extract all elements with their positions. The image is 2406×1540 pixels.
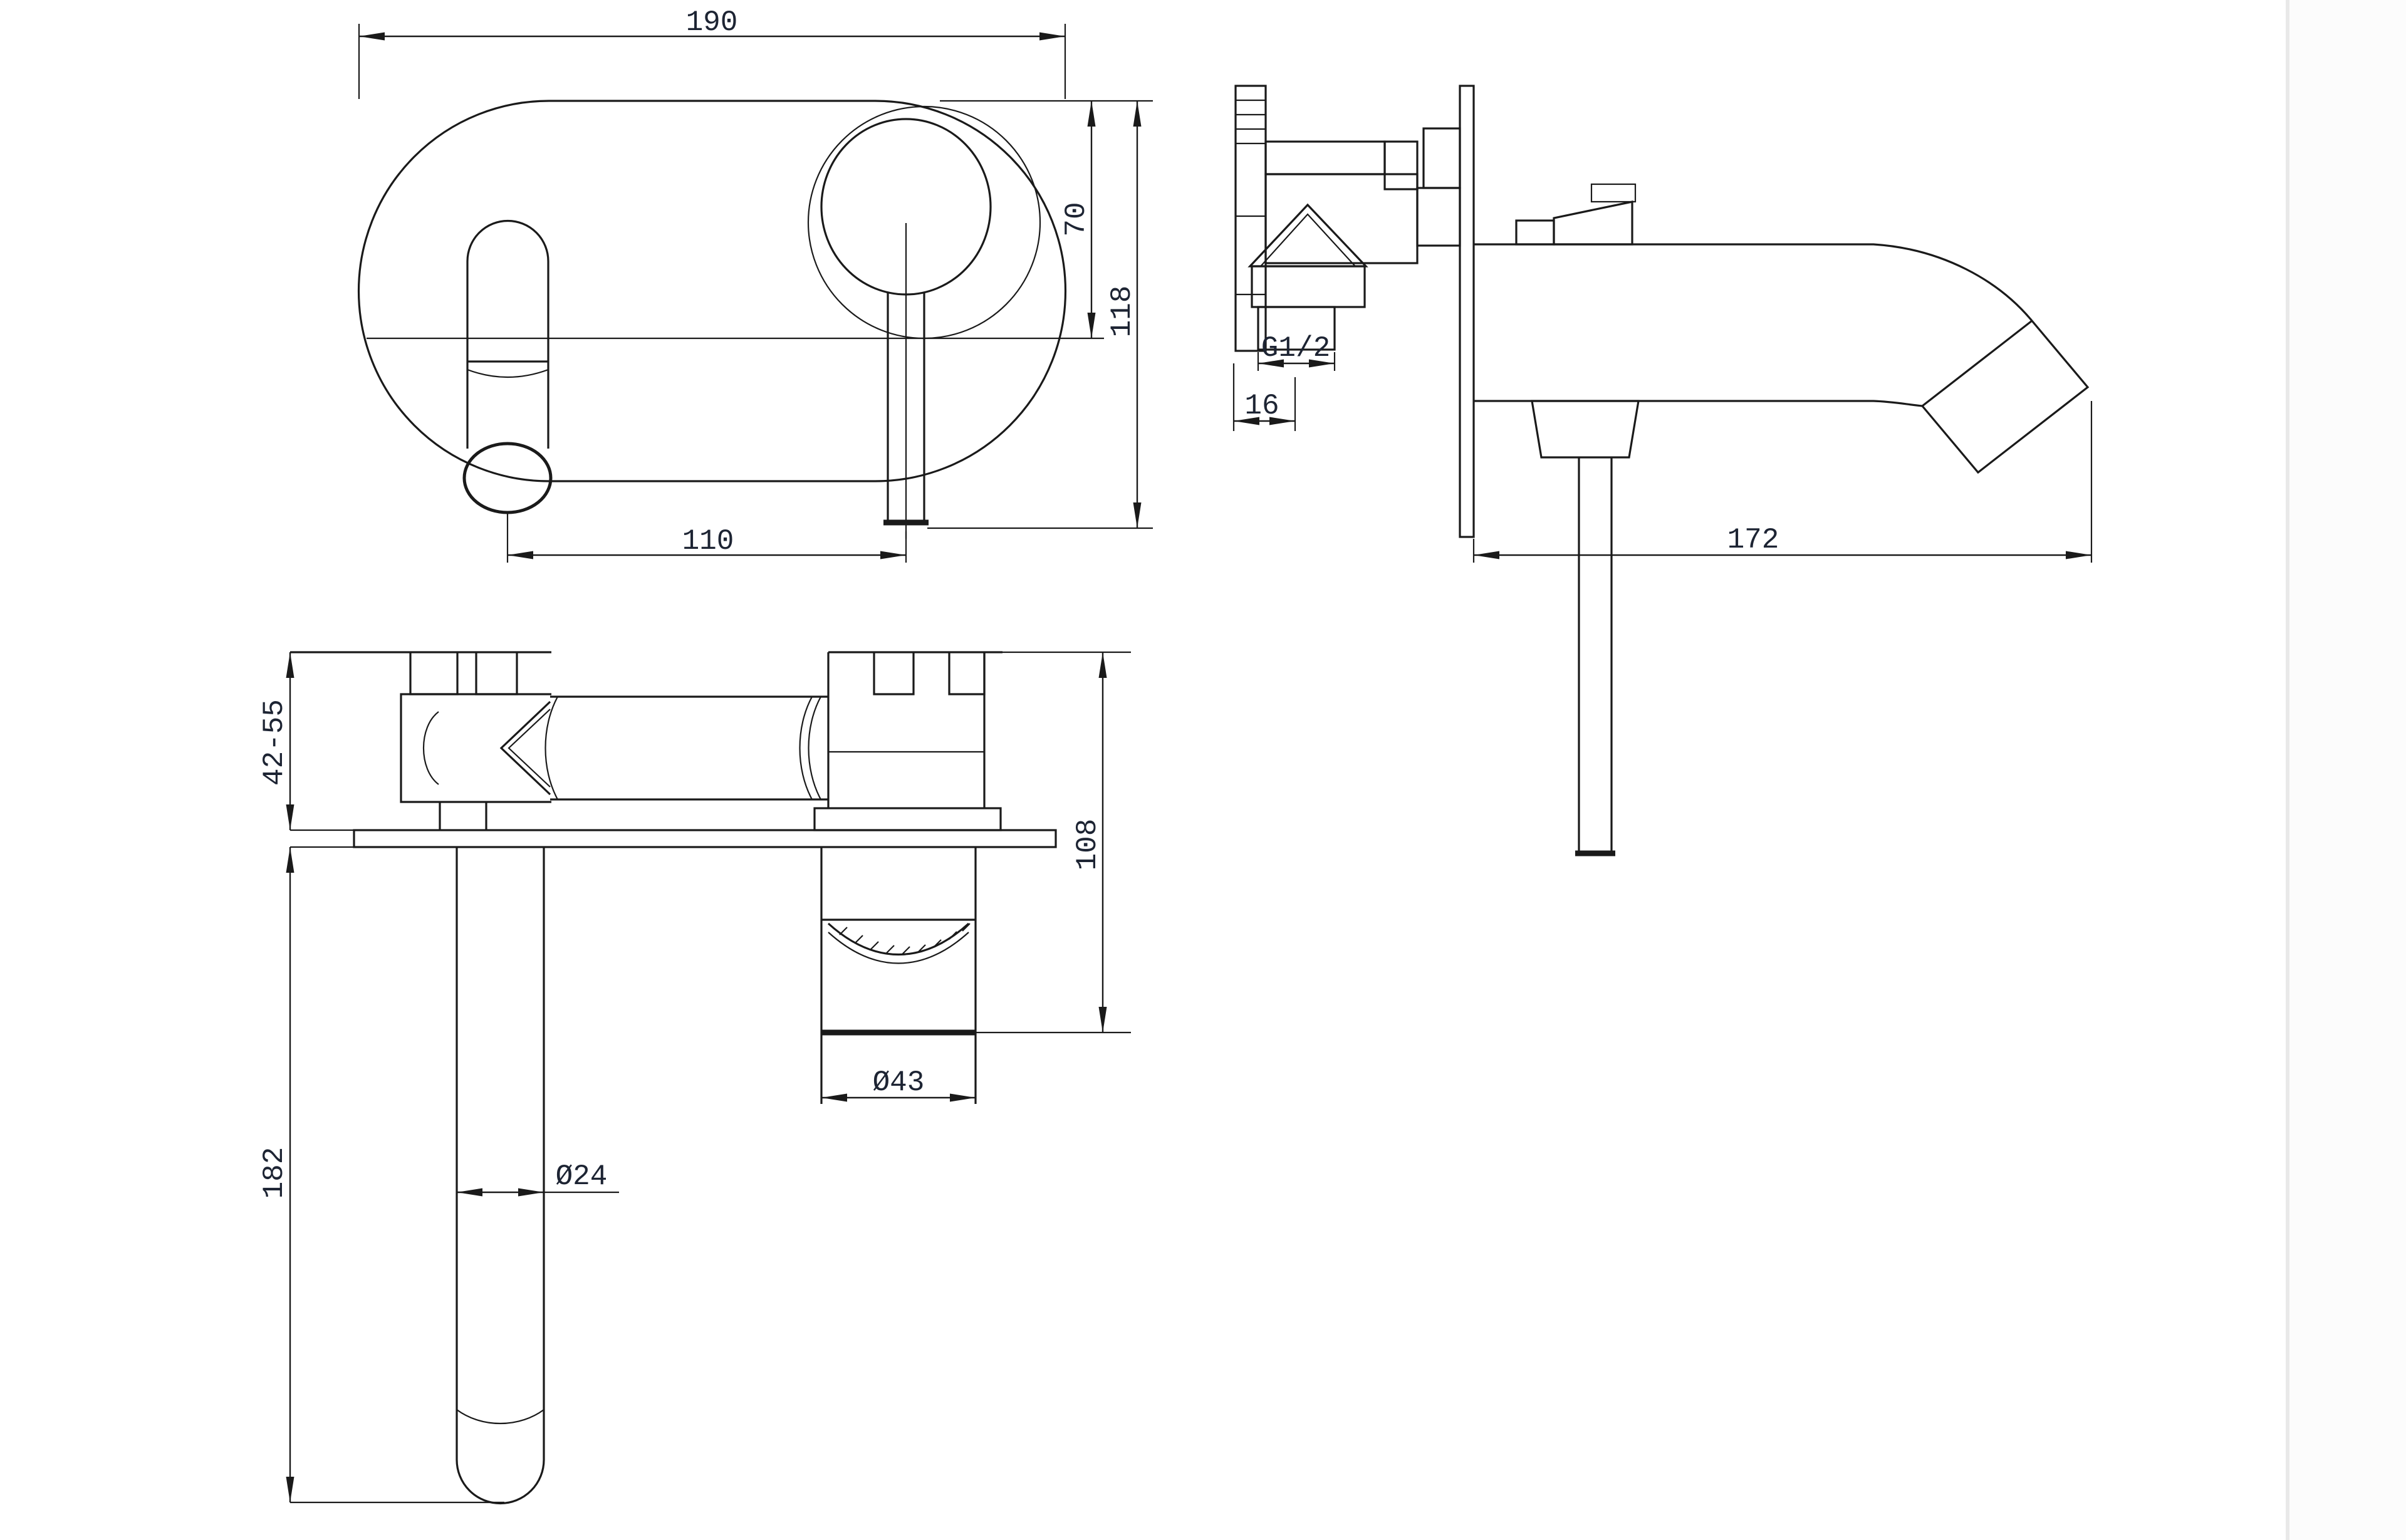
spout-body-front bbox=[466, 219, 549, 449]
lever-rod-side bbox=[1578, 457, 1613, 852]
valve-chevron-outer bbox=[499, 700, 551, 796]
valve-chevron-inner bbox=[508, 709, 551, 788]
plan-view-geometry bbox=[290, 651, 1057, 1505]
valve-top-pipe bbox=[1264, 140, 1386, 175]
inlet-thread-ribs bbox=[1236, 99, 1266, 296]
handle-body-plan bbox=[820, 847, 977, 1104]
valve-top-pipe-step bbox=[1383, 140, 1419, 190]
mounting-tab bbox=[409, 652, 518, 695]
lever-pivot-cap bbox=[1590, 183, 1637, 203]
dimension-label-spout-to-handle: 110 bbox=[682, 525, 734, 558]
mounting-tab bbox=[873, 652, 986, 695]
inlet-thread-stub bbox=[1257, 306, 1336, 351]
spout-collar-arc bbox=[467, 368, 549, 378]
wall-connector-upper bbox=[1422, 127, 1461, 189]
valve-cone-inner bbox=[1260, 213, 1356, 267]
dimension-label-plate-width: 190 bbox=[686, 6, 738, 39]
spout-tube-inner-arc bbox=[456, 1409, 544, 1425]
handle-dish-arc-lower bbox=[828, 932, 969, 964]
wall-plate-outline bbox=[357, 100, 1067, 482]
plan-view: 42-55 182 108 Ø24 Ø43 bbox=[258, 651, 1131, 1505]
dimension-label-spout-diameter: Ø24 bbox=[556, 1160, 608, 1193]
side-view: G1/2 16 172 bbox=[1232, 85, 2093, 856]
dimension-label-inlet-thread: G1/2 bbox=[1261, 332, 1330, 365]
spout-tube-plan bbox=[456, 847, 545, 1460]
handle-dish-arc-upper bbox=[827, 922, 970, 955]
wall-connector bbox=[1416, 187, 1461, 247]
valve-seat-block bbox=[1251, 265, 1366, 308]
dimension-label-wall-depth: 42-55 bbox=[258, 699, 291, 786]
dimension-label-handle-projection: 108 bbox=[1071, 819, 1104, 871]
wall-plate-side bbox=[1459, 85, 1475, 538]
lever-rod-front bbox=[887, 293, 925, 521]
dimension-label-plate-upper-height: 70 bbox=[1060, 202, 1093, 236]
page-divider bbox=[2286, 0, 2289, 1540]
spout-side-outline bbox=[1474, 243, 2090, 474]
dimension-label-spout-reach: 172 bbox=[1727, 524, 1779, 556]
lever-pivot-block bbox=[1553, 200, 1633, 246]
connector-barrel bbox=[550, 695, 828, 801]
valve-main-body bbox=[1264, 173, 1419, 264]
extension-line bbox=[1472, 401, 2093, 563]
handle-dish-hatching bbox=[839, 923, 971, 955]
side-view-geometry bbox=[1234, 85, 2090, 856]
spout-outlet-ellipse bbox=[462, 442, 553, 514]
lever-collar-side bbox=[1531, 400, 1640, 459]
valve-body-plan bbox=[400, 693, 551, 803]
handle-column-plan bbox=[827, 652, 986, 808]
extension-line bbox=[976, 651, 1131, 1034]
page-margin-area bbox=[2289, 0, 2406, 1540]
front-view: 190 70 118 110 bbox=[357, 6, 1153, 563]
front-view-geometry bbox=[357, 100, 1067, 539]
side-view-dimensions: G1/2 16 172 bbox=[1232, 332, 2093, 563]
spout-tube-end-arc bbox=[456, 1459, 545, 1505]
front-view-dimensions: 190 70 118 110 bbox=[358, 6, 1153, 563]
dimension-label-thread-offset: 16 bbox=[1244, 390, 1279, 422]
connector-barrel-cap bbox=[544, 696, 821, 800]
wall-plate-plan bbox=[353, 829, 1057, 848]
spout-stub-plan bbox=[439, 802, 487, 830]
spout-tip-joint-line bbox=[1922, 320, 2033, 407]
dimension-label-total-height: 118 bbox=[1106, 286, 1138, 338]
plan-view-dimensions: 42-55 182 108 Ø24 Ø43 bbox=[258, 651, 1131, 1504]
inlet-thread-bar bbox=[1234, 85, 1267, 352]
extension-line bbox=[290, 829, 354, 848]
extension-line bbox=[927, 100, 1153, 529]
dimension-label-spout-projection: 182 bbox=[258, 1147, 291, 1199]
valve-body-arc bbox=[423, 711, 439, 785]
dimension-label-handle-diameter: Ø43 bbox=[873, 1066, 925, 1099]
handle-flange bbox=[813, 807, 1002, 831]
lever-pivot-base bbox=[1515, 219, 1555, 246]
